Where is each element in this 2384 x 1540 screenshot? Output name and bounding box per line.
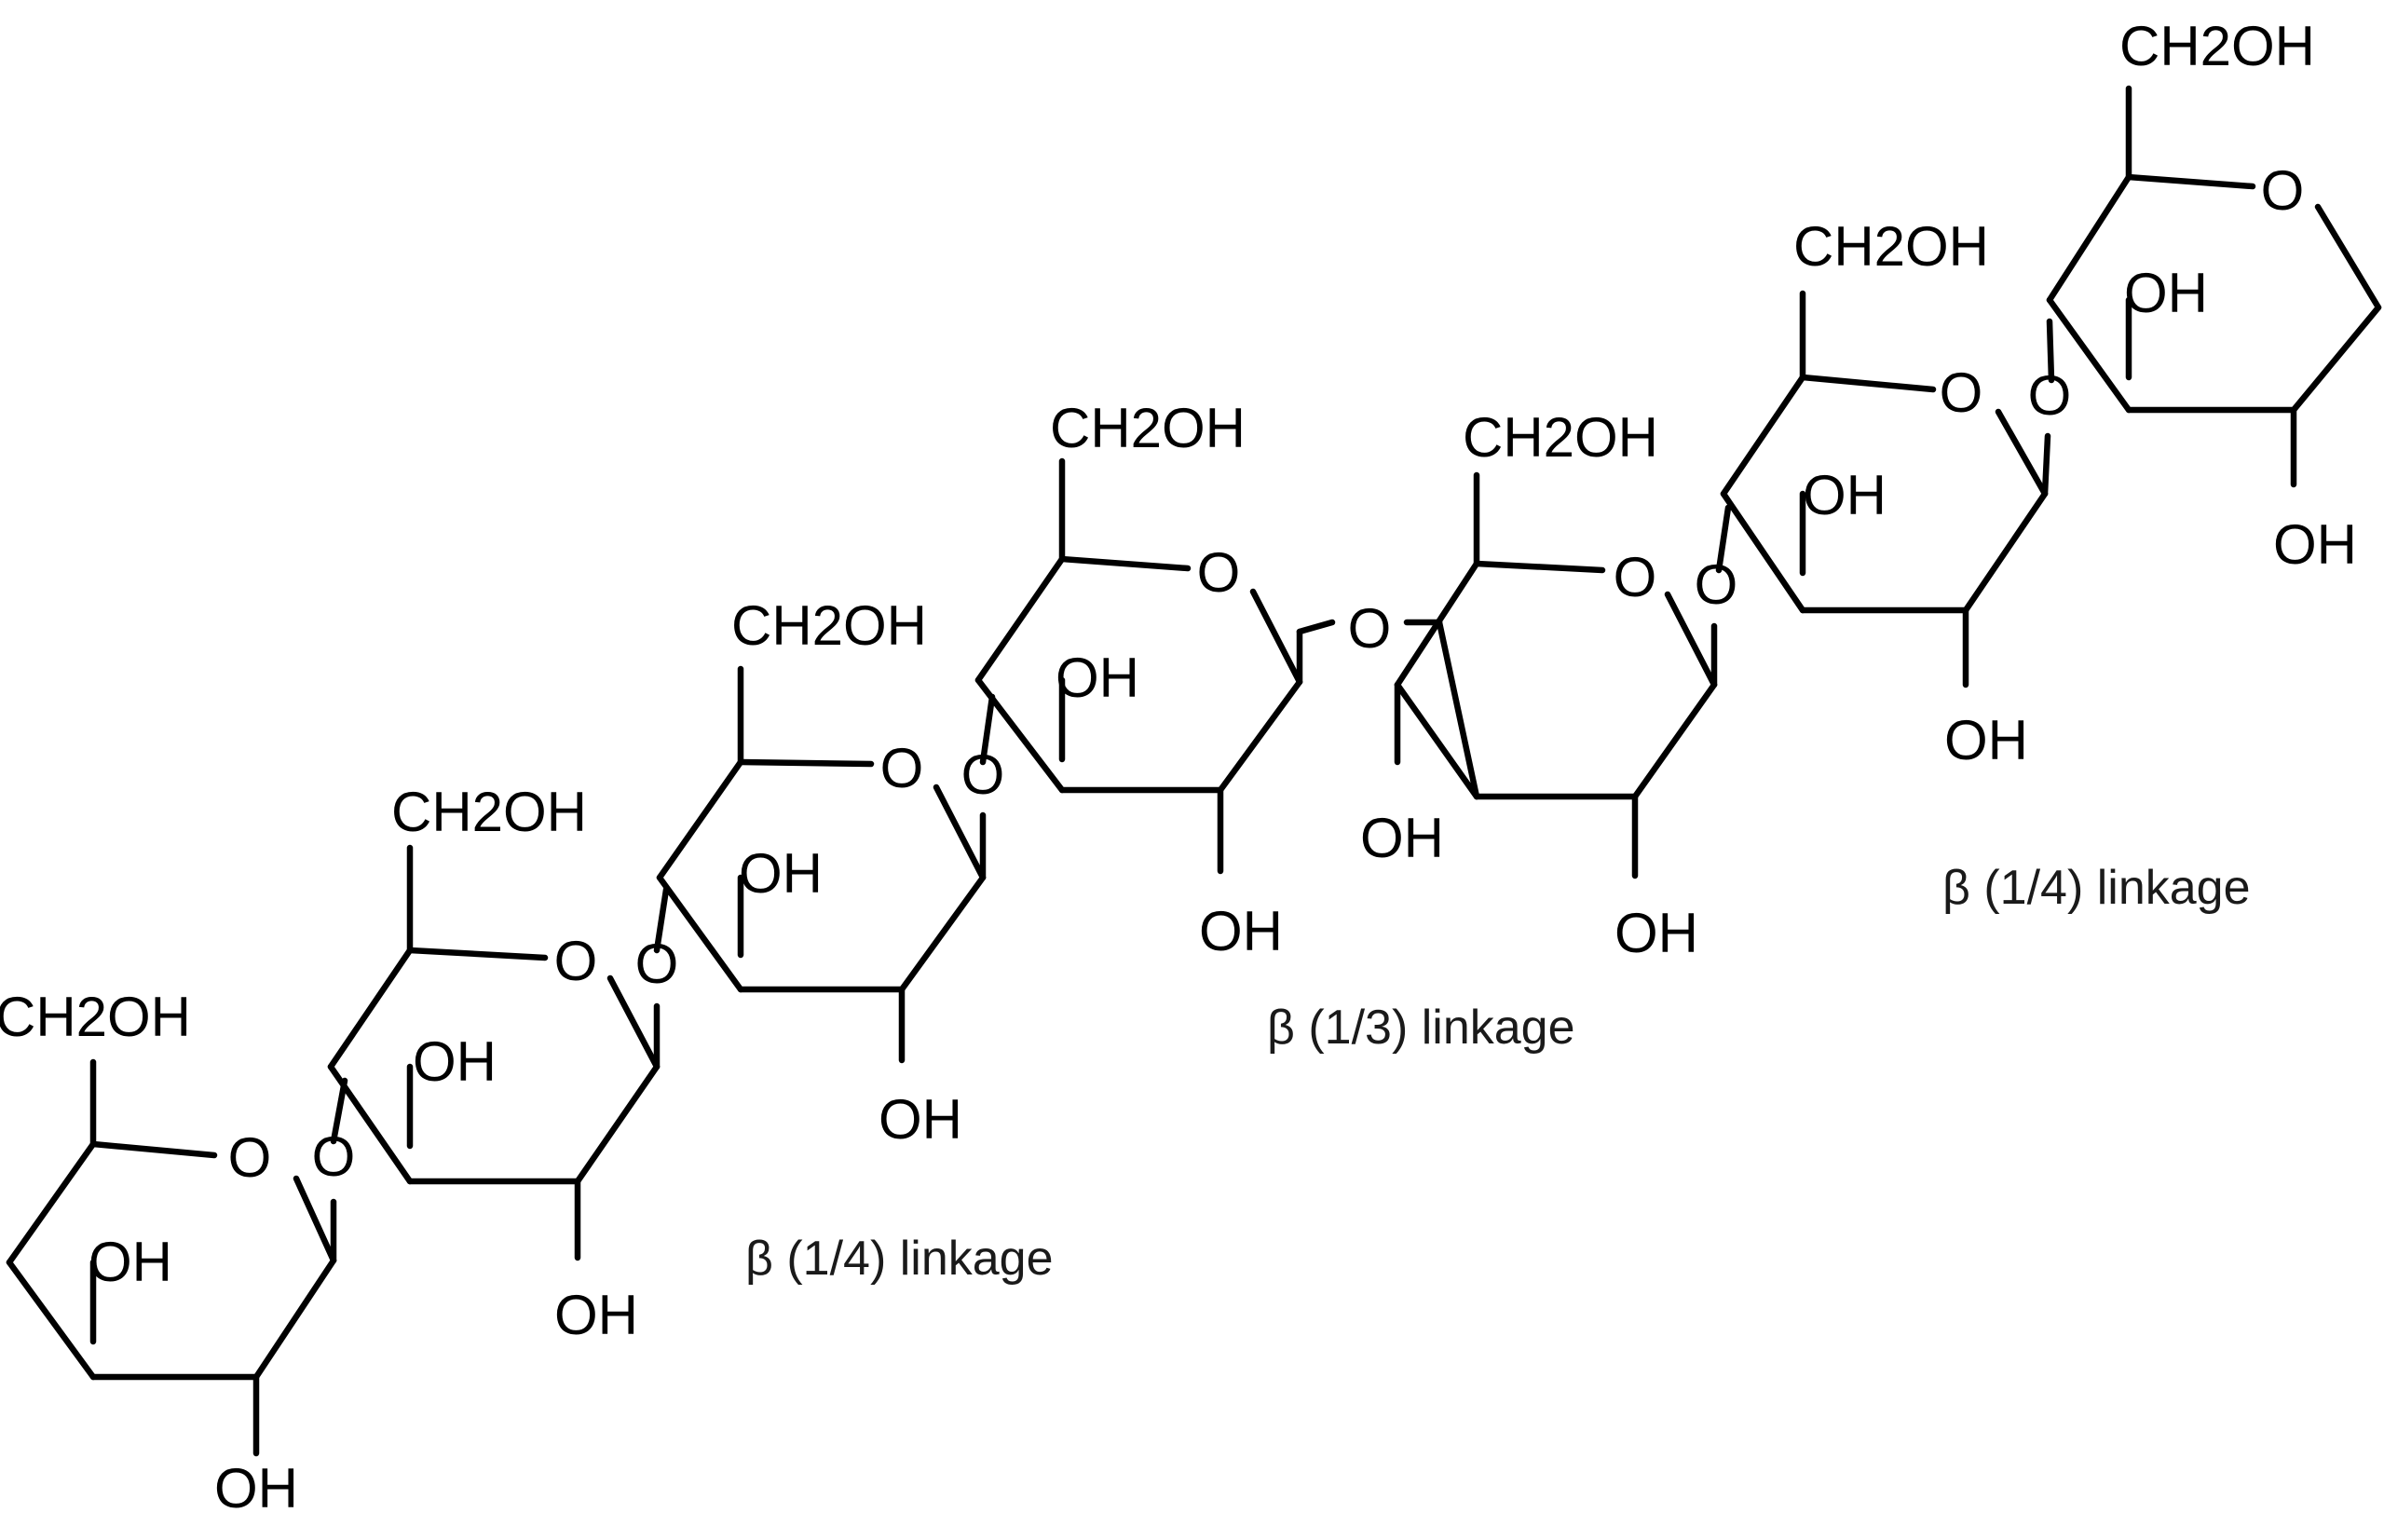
oh-label: OH [554, 1284, 638, 1346]
ch2oh-label: CH2OH [1793, 215, 1989, 278]
linkage-label-beta-1-3: β (1/3) linkage [1267, 1001, 1575, 1055]
sugar-ring-4: CH2OH O OH OH [974, 397, 1303, 962]
ch2oh-label: CH2OH [0, 986, 191, 1048]
sugar-ring-2: CH2OH O OH OH [327, 781, 661, 1346]
ch2oh-label: CH2OH [731, 594, 927, 657]
ring-oxygen-label: O [880, 737, 924, 799]
linkage-label-beta-1-4-right: β (1/4) linkage [1942, 861, 2251, 915]
oh-label: OH [89, 1231, 172, 1293]
linkage-label-beta-1-4-left: β (1/4) linkage [745, 1232, 1054, 1286]
bridge-oxygen-label: O [961, 743, 1005, 806]
glycosidic-bond-2: O [635, 886, 679, 1070]
sugar-ring-5: CH2OH O OH OH [1360, 406, 1718, 964]
oh-label: OH [879, 1088, 962, 1151]
bridge-oxygen-label: O [635, 933, 679, 995]
ring-oxygen-label: O [1614, 546, 1657, 608]
ring-oxygen-label: O [1940, 361, 1983, 424]
bridge-oxygen-label: O [1348, 597, 1392, 660]
oh-label: OH [1056, 647, 1139, 709]
glycosidic-bond-5: O [1695, 504, 1738, 688]
sugar-ring-1: CH2OH O OH OH [0, 986, 337, 1520]
bridge-oxygen-label: O [1695, 553, 1738, 616]
oh-label: OH [214, 1457, 298, 1520]
ch2oh-label: CH2OH [1050, 397, 1246, 459]
sugar-ring-6: CH2OH O OH OH [1720, 215, 2049, 771]
ch2oh-label: CH2OH [1463, 406, 1658, 469]
glycosidic-bond-1: O [312, 1077, 356, 1264]
sugar-ring-3: CH2OH O OH OH [656, 594, 987, 1151]
ring-oxygen-label: O [2261, 159, 2305, 222]
oh-label: OH [1360, 807, 1444, 869]
oh-label: OH [2273, 513, 2357, 576]
oh-label: OH [1199, 900, 1283, 962]
bridge-oxygen-label: O [312, 1125, 356, 1188]
sugar-ring-7: CH2OH O OH OH [2046, 15, 2382, 576]
oh-label: OH [739, 842, 823, 905]
oh-label: OH [2124, 262, 2208, 324]
glycosidic-bond-3: O [961, 693, 1005, 881]
oh-label: OH [413, 1030, 497, 1093]
ring-oxygen-label: O [554, 930, 598, 992]
oh-label: OH [1944, 709, 2028, 771]
ring-oxygen-label: O [1197, 541, 1241, 604]
oh-label: OH [1614, 902, 1698, 964]
ch2oh-label: CH2OH [2119, 15, 2315, 77]
ch2oh-label: CH2OH [391, 781, 587, 843]
glycosidic-bond-6: O [2028, 318, 2072, 497]
oh-label: OH [1803, 464, 1887, 526]
ring-oxygen-label: O [228, 1126, 272, 1189]
bridge-oxygen-label: O [2028, 364, 2072, 427]
glycosidic-bond-4: O [1296, 597, 1443, 686]
